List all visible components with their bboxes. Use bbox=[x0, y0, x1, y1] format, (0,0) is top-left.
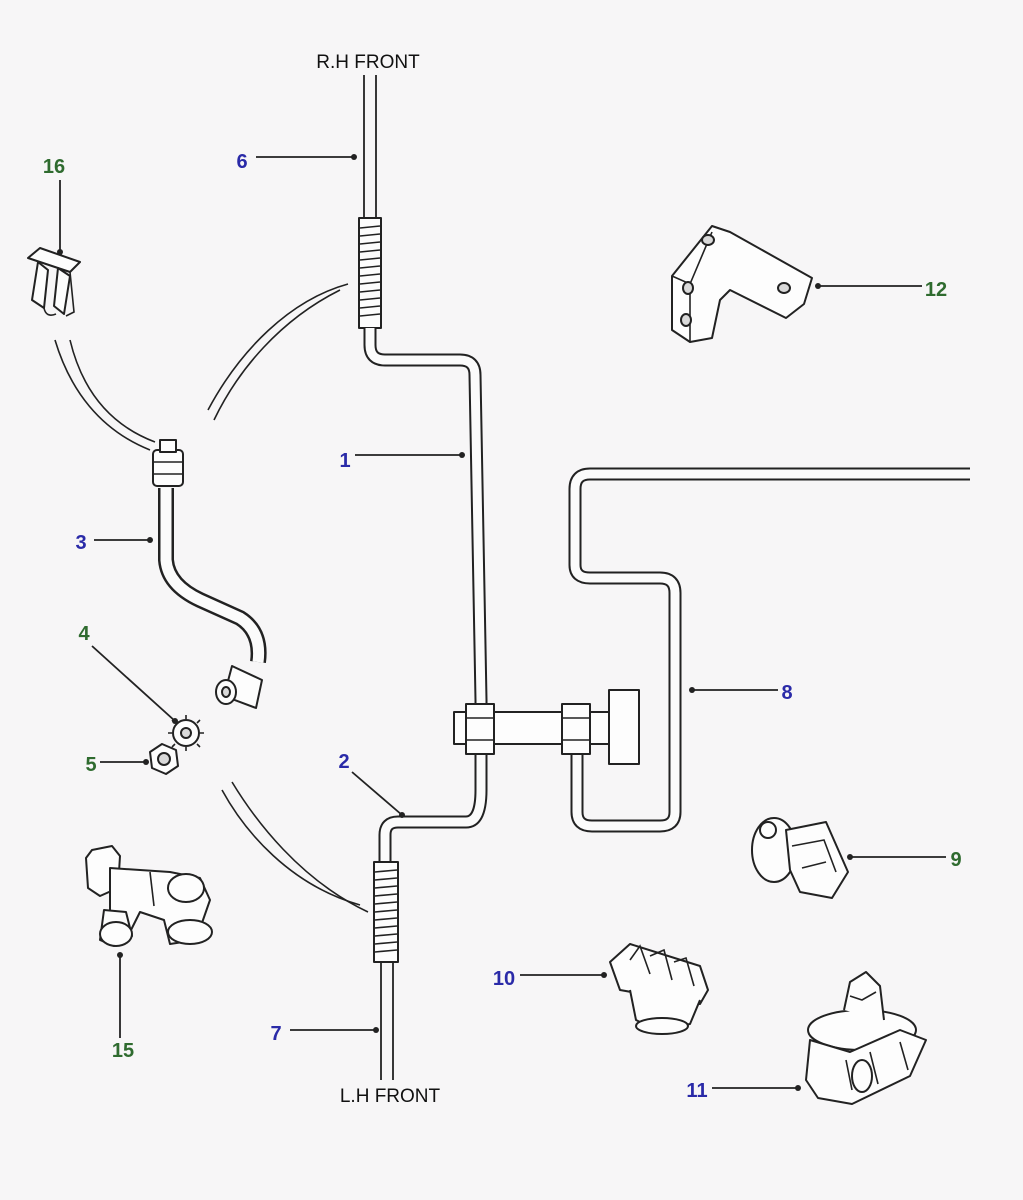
clip-16 bbox=[27, 247, 81, 317]
main-brake-pipe bbox=[363, 328, 488, 862]
washer-4 bbox=[168, 715, 204, 751]
pipe-8 bbox=[568, 467, 970, 833]
pipe-3-union-top bbox=[152, 449, 184, 487]
t-connector bbox=[453, 689, 640, 765]
pipe-3 bbox=[152, 439, 267, 709]
callout-15: 15 bbox=[112, 1040, 134, 1062]
callout-6: 6 bbox=[236, 151, 247, 173]
callout-12: 12 bbox=[925, 279, 947, 301]
rh-front-label: R.H FRONT bbox=[316, 52, 420, 73]
bracket-12 bbox=[671, 225, 813, 343]
clip-10 bbox=[609, 943, 709, 1035]
callout-2: 2 bbox=[338, 751, 349, 773]
callout-1: 1 bbox=[339, 450, 350, 472]
main-pipe-assembly bbox=[358, 75, 488, 1080]
lh-front-label: L.H FRONT bbox=[340, 1086, 441, 1107]
callout-11: 11 bbox=[686, 1080, 707, 1102]
callout-3: 3 bbox=[75, 532, 86, 554]
callout-8: 8 bbox=[781, 682, 792, 704]
routing-curves bbox=[54, 283, 369, 913]
callout-10: 10 bbox=[493, 968, 515, 990]
callout-9: 9 bbox=[950, 849, 961, 871]
callout-5: 5 bbox=[85, 754, 96, 776]
callout-4: 4 bbox=[78, 623, 90, 645]
callout-16: 16 bbox=[43, 156, 65, 178]
leader-lines bbox=[57, 154, 946, 1091]
callout-7: 7 bbox=[270, 1023, 281, 1045]
clamp-15 bbox=[85, 845, 213, 947]
nut-5 bbox=[149, 743, 179, 775]
clip-11 bbox=[805, 971, 927, 1105]
clip-9 bbox=[751, 817, 849, 899]
